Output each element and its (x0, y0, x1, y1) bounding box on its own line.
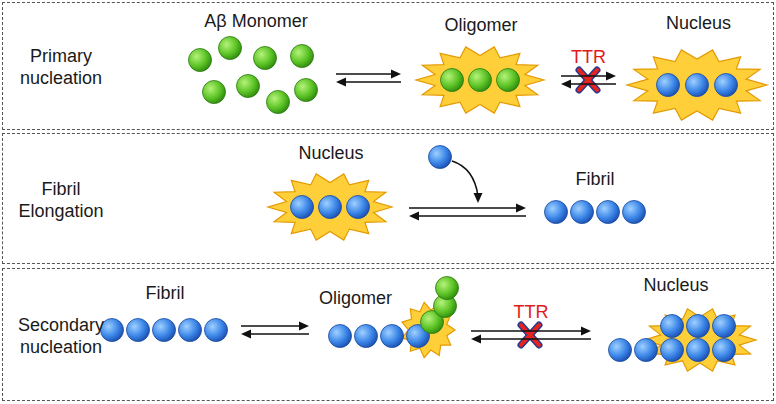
species-node: Nucleus (597, 273, 755, 368)
fibril-ball (381, 325, 404, 348)
inhibitor-label: TTR (569, 47, 608, 68)
arrow-head (299, 322, 309, 331)
starburst (644, 309, 756, 371)
arrow-head (516, 204, 526, 213)
species-label: Nucleus (622, 13, 775, 34)
monomer-ball (441, 69, 464, 92)
starburst (416, 47, 544, 113)
monomer-ball (469, 69, 492, 92)
fibril-ball (713, 315, 736, 338)
fibril-ball (661, 339, 684, 362)
species-label: Oligomer (407, 15, 555, 36)
arrow-head (471, 335, 481, 344)
fibril-ball (687, 339, 710, 362)
forward-line (561, 75, 608, 77)
equilibrium-arrow (336, 70, 401, 87)
forward-line (471, 330, 583, 332)
starburst (268, 174, 392, 240)
monomer-ball (295, 79, 318, 102)
monomer-ball (219, 37, 242, 60)
species-label: Nucleus (597, 275, 755, 296)
fibril-ball (153, 319, 176, 342)
fibril-ball (661, 315, 684, 338)
backward-line (249, 333, 309, 335)
monomer-ball (291, 45, 314, 68)
arrow-head (581, 327, 591, 336)
monomer-ball (254, 47, 277, 70)
monomer-ball (267, 91, 290, 114)
forward-line (336, 73, 393, 75)
stage-title: Fibril Elongation (7, 178, 115, 222)
arrow-head (606, 72, 616, 81)
fibril-ball (597, 201, 620, 224)
block-cross (521, 325, 539, 345)
fibril-ball (319, 196, 342, 219)
species-label: Fibril (532, 169, 658, 190)
species-node: Fibril (95, 281, 235, 347)
arrow-head (561, 80, 571, 89)
monomer-ball (237, 75, 260, 98)
fibril-ball (657, 74, 680, 97)
equilibrium-arrow (561, 72, 616, 89)
species-label: Nucleus (259, 143, 403, 164)
forward-line (241, 325, 301, 327)
fibril-ball (347, 196, 370, 219)
starburst (627, 50, 767, 120)
fibril-ball (329, 325, 352, 348)
fibril-ball (355, 325, 378, 348)
backward-line (569, 83, 616, 85)
fibril-ball (291, 196, 314, 219)
fibril-ball (571, 201, 594, 224)
fibril-ball (609, 339, 632, 362)
monomer-ball (436, 277, 459, 300)
equilibrium-arrow (409, 204, 526, 221)
block-cross (579, 70, 597, 90)
stage-title: Secondary nucleation (7, 314, 115, 358)
fibril-ball (713, 339, 736, 362)
species-node: Oligomer (315, 286, 465, 364)
stage-panel: Primary nucleation Aβ Monomer Oligomer Nucl… (2, 2, 774, 130)
backward-line (417, 215, 526, 217)
species-label: Oligomer (315, 288, 465, 309)
arrow-head (391, 70, 401, 79)
fibril-ball (715, 74, 738, 97)
species-node: Nucleus (622, 11, 775, 123)
monomer-ball (203, 81, 226, 104)
fibril-ball (687, 315, 710, 338)
arrow-head (336, 78, 346, 87)
fibril-ball (429, 146, 452, 169)
fibril-ball (127, 319, 150, 342)
species-label: Aβ Monomer (182, 11, 330, 32)
stage-title: Primary nucleation (7, 45, 115, 89)
arrow-head (409, 212, 419, 221)
fibril-ball (545, 201, 568, 224)
forward-line (409, 207, 518, 209)
species-node: Nucleus (259, 141, 403, 249)
equilibrium-arrow (471, 327, 591, 344)
incoming-arrow (452, 161, 478, 196)
fibril-ball (623, 201, 646, 224)
arrow-head (241, 330, 251, 339)
fibril-ball (635, 339, 658, 362)
equilibrium-arrow (241, 322, 309, 339)
arrow-head (474, 193, 483, 203)
stage-panel: Secondary nucleation Fibril Oligomer Nucleu… (2, 268, 774, 401)
fibril-ball (686, 74, 709, 97)
species-node: Oligomer (407, 13, 555, 121)
fibril-ball (205, 319, 228, 342)
monomer-ball (497, 69, 520, 92)
molecule-figures (101, 37, 768, 372)
inhibitor-label: TTR (512, 302, 551, 323)
species-node: Aβ Monomer (182, 9, 330, 121)
species-node: Fibril (532, 167, 658, 229)
backward-line (479, 338, 591, 340)
stage-panel: Fibril Elongation NucleusFibril (2, 133, 774, 264)
backward-line (344, 81, 401, 83)
fibril-ball (179, 319, 202, 342)
species-label: Fibril (95, 283, 235, 304)
monomer-ball (189, 49, 212, 72)
